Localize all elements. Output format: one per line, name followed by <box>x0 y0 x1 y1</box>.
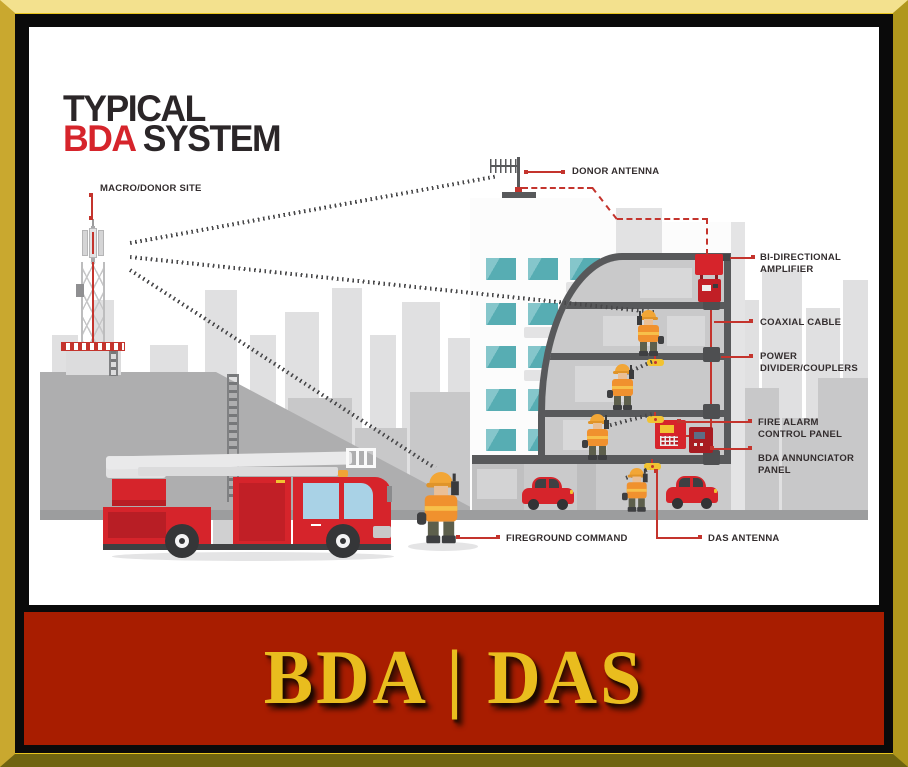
tower-lattice <box>81 262 105 344</box>
power-divider-coupler <box>703 347 720 362</box>
firefighter-floor4 <box>582 414 612 460</box>
title-line2: BDA SYSTEM <box>63 120 282 157</box>
tower-equipment-box <box>76 284 84 297</box>
title-line1: TYPICAL <box>63 88 206 129</box>
title-rest: SYSTEM <box>134 118 282 159</box>
title-accent: BDA <box>63 118 136 159</box>
callout-macro-donor-site: MACRO/DONOR SITE <box>100 183 202 194</box>
ladder-basket <box>346 448 376 468</box>
firefighter-garage <box>622 468 651 512</box>
wheel <box>326 524 360 558</box>
windshield <box>303 483 373 519</box>
coaxial-cable-riser <box>710 296 712 458</box>
wheel <box>165 524 199 558</box>
power-divider-coupler <box>703 450 720 465</box>
power-divider-coupler <box>703 404 720 419</box>
das-antenna-unit <box>647 359 664 366</box>
callout-bi-directional-amplifier: BI-DIRECTIONAL AMPLIFIER <box>760 252 842 275</box>
bottom-banner: BDA | DAS <box>24 612 884 745</box>
beacon-light <box>338 470 348 477</box>
firefighter-shadow <box>408 542 478 551</box>
garage-car <box>666 474 718 512</box>
callout-das-antenna: DAS ANTENNA <box>708 533 780 544</box>
garage-car <box>522 475 574 513</box>
building-right-wall <box>731 222 745 512</box>
firefighter-floor2 <box>634 310 664 356</box>
truck-shadow <box>112 552 394 561</box>
tower-head <box>82 226 104 264</box>
fire-truck <box>98 448 398 560</box>
firefighter-floor3 <box>607 364 637 410</box>
callout-power-divider-couplers: POWER DIVIDER/COUPLERS <box>760 351 858 374</box>
das-antenna-drop <box>654 412 656 417</box>
callout-coaxial-cable: COAXIAL CABLE <box>760 317 842 328</box>
das-antenna-unit <box>644 463 661 470</box>
diagram-title: TYPICAL BDA SYSTEM <box>63 88 282 157</box>
das-antenna-unit <box>647 416 664 423</box>
firefighter-fireground-command <box>417 472 464 544</box>
tower-platform <box>61 342 125 351</box>
callout-donor-antenna: DONOR ANTENNA <box>572 166 660 177</box>
diagram-canvas: TYPICAL BDA SYSTEM MACRO/DONOR SITE DONO… <box>29 27 879 605</box>
tower-base-ladder <box>109 351 118 376</box>
diagram-area: TYPICAL BDA SYSTEM MACRO/DONOR SITE DONO… <box>29 27 879 605</box>
callout-bda-annunciator-panel: BDA ANNUNCIATOR PANEL <box>758 453 855 476</box>
building-penthouse <box>616 208 662 254</box>
callout-fireground-command: FIREGROUND COMMAND <box>506 533 628 544</box>
das-antenna-drop <box>654 355 656 360</box>
callout-fire-alarm-control-panel: FIRE ALARM CONTROL PANEL <box>758 417 843 440</box>
das-antenna-drop <box>651 459 653 464</box>
banner-text: BDA | DAS <box>263 635 645 721</box>
